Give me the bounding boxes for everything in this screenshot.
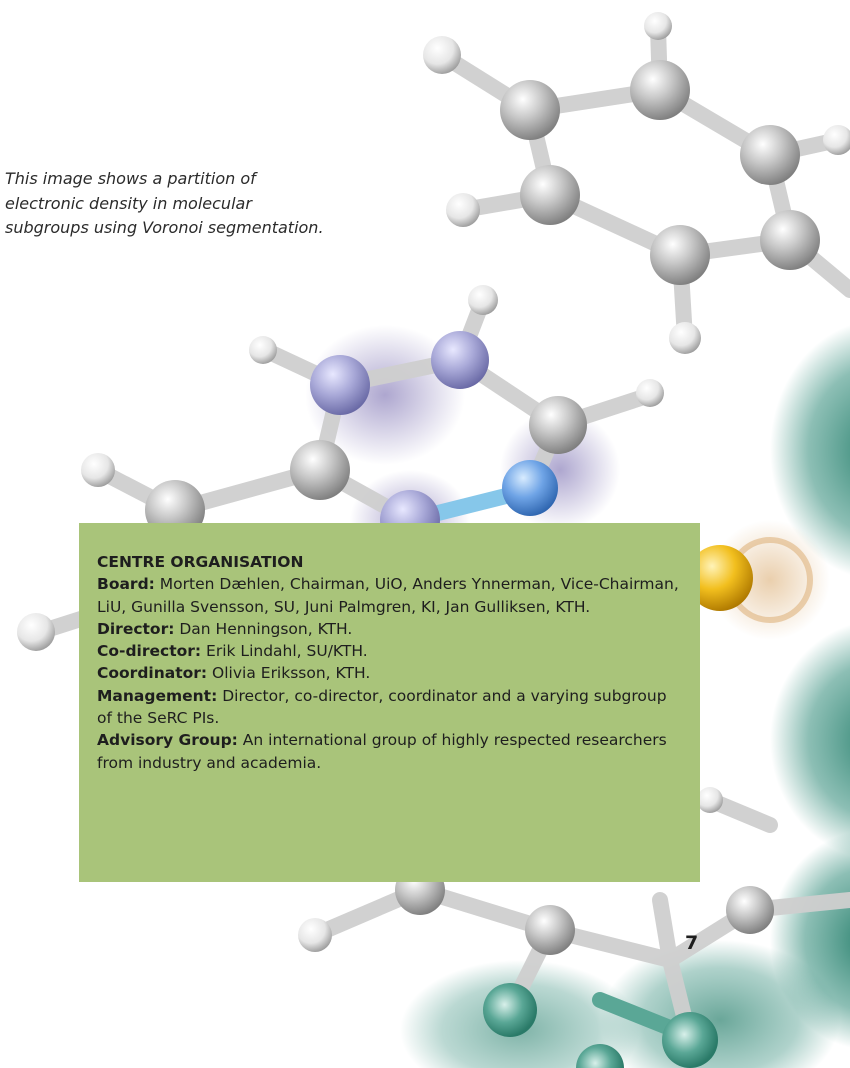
entry-text: Morten Dæhlen, Chairman, UiO, Anders Ynn… — [97, 575, 679, 616]
hydrogen-atom — [636, 379, 664, 407]
teal-atom — [483, 983, 537, 1037]
entry-text: Director, co-director, coordinator and a… — [97, 686, 667, 728]
carbon-atom — [520, 165, 580, 225]
hydrogen-atom — [644, 12, 672, 40]
nitrogen-atom — [431, 331, 489, 389]
co-director-entry: Co-director: Erik Lindahl, SU/KTH. — [97, 640, 684, 662]
carbon-atom — [740, 125, 800, 185]
hydrogen-atom — [468, 285, 498, 315]
caption-line: subgroups using Voronoi segmentation. — [5, 218, 324, 237]
section-title: CENTRE ORGANISATION — [97, 553, 304, 571]
carbon-atom — [726, 886, 774, 934]
carbon-atom — [525, 905, 575, 955]
density-cloud — [600, 940, 840, 1068]
entry-label: Advisory Group: — [97, 731, 238, 750]
hydrogen-atom — [249, 336, 277, 364]
carbon-atom — [760, 210, 820, 270]
entry-label: Management: — [97, 686, 218, 705]
teal-atom — [662, 1012, 718, 1068]
carbon-atom — [650, 225, 710, 285]
carbon-atom — [529, 396, 587, 454]
hydrogen-atom — [446, 193, 480, 227]
hydrogen-atom — [697, 787, 723, 813]
density-cloud — [770, 324, 850, 576]
board-entry: Board: Morten Dæhlen, Chairman, UiO, And… — [97, 573, 684, 618]
hydrogen-atom — [81, 453, 115, 487]
centre-organisation-box: CENTRE ORGANISATION Board: Morten Dæhlen… — [79, 523, 700, 882]
caption-line: This image shows a partition of — [5, 169, 256, 188]
sulfur-atom — [687, 545, 753, 611]
carbon-atom — [630, 60, 690, 120]
hydrogen-atom — [823, 125, 850, 155]
coordinator-entry: Coordinator: Olivia Eriksson, KTH. — [97, 662, 684, 684]
advisory-group-entry: Advisory Group: An international group o… — [97, 729, 684, 774]
entry-text: An international group of highly respect… — [97, 731, 667, 772]
hydrogen-atom — [669, 322, 701, 354]
management-entry: Management: Director, co-director, coord… — [97, 685, 684, 730]
director-entry: Director: Dan Henningson, KTH. — [97, 618, 684, 640]
image-caption: This image shows a partition of electron… — [5, 167, 435, 241]
entry-text: Dan Henningson, KTH. — [174, 619, 353, 638]
teal-atom — [576, 1044, 624, 1068]
hydrogen-atom — [423, 36, 461, 74]
page-number: 7 — [685, 932, 699, 954]
entry-label: Director: — [97, 619, 175, 638]
entry-label: Board: — [97, 575, 155, 594]
carbon-atom — [500, 80, 560, 140]
nitrogen-atom — [310, 355, 370, 415]
entry-label: Coordinator: — [97, 664, 208, 683]
hydrogen-atom — [298, 918, 332, 952]
hydrogen-atom — [17, 613, 55, 651]
density-cloud — [770, 624, 850, 856]
entry-text: Erik Lindahl, SU/KTH. — [201, 642, 368, 661]
entry-text: Olivia Eriksson, KTH. — [207, 664, 371, 683]
carbon-atom — [290, 440, 350, 500]
entry-label: Co-director: — [97, 642, 202, 661]
oxygen-atom — [502, 460, 558, 516]
caption-line: electronic density in molecular — [5, 193, 252, 213]
